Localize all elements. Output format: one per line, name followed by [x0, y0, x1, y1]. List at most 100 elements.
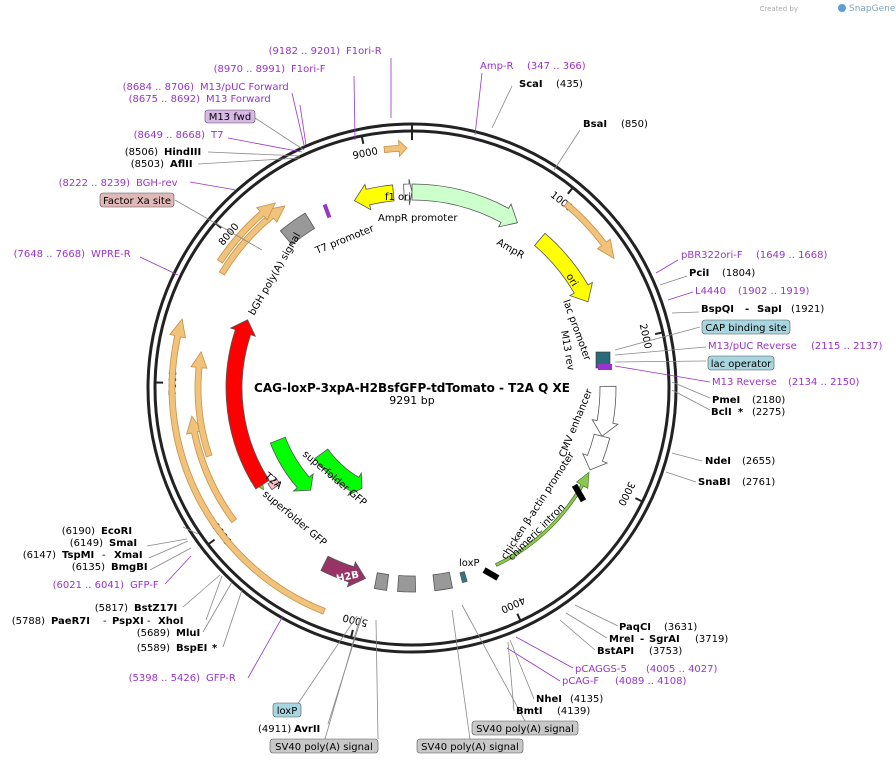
leader-33 — [182, 526, 199, 535]
svg-text:-: - — [745, 304, 749, 315]
leader-11 — [474, 72, 483, 136]
svg-text:(2134 .. 2150): (2134 .. 2150) — [788, 377, 860, 388]
svg-text:(8506): (8506) — [125, 147, 158, 158]
ampr-arrow[interactable] — [411, 183, 518, 228]
svg-text:(2115 .. 2137): (2115 .. 2137) — [811, 341, 883, 352]
svg-text:(5589): (5589) — [137, 643, 170, 654]
sv40-3-box[interactable] — [373, 572, 390, 591]
sfgfp-1-arrow[interactable] — [314, 448, 363, 497]
ampr-promoter-arrow[interactable] — [403, 178, 413, 206]
svg-text:F1ori-F: F1ori-F — [291, 64, 326, 75]
leader-7 — [197, 157, 300, 165]
svg-text:(5689): (5689) — [137, 628, 170, 639]
right-labels: Amp-R(347 .. 366) ScaI(435) BsaI(850) pB… — [480, 61, 883, 717]
leader-24 — [671, 452, 703, 462]
m13-rev-marker — [598, 364, 612, 370]
svg-text:HindIII: HindIII — [164, 147, 201, 158]
svg-text:PaqCI: PaqCI — [619, 622, 651, 633]
sv40-2-box[interactable] — [397, 575, 416, 593]
cba-promoter-arrow[interactable] — [582, 433, 611, 471]
leader-19 — [614, 346, 707, 356]
bgh-polya-box[interactable] — [279, 212, 316, 246]
leader-4 — [254, 117, 305, 151]
svg-text:WPRE-R: WPRE-R — [91, 249, 131, 260]
leader-5 — [227, 137, 303, 153]
leader-2 — [291, 92, 305, 146]
h2b-arrow[interactable] — [320, 555, 367, 588]
svg-text:BstZ17I: BstZ17I — [134, 603, 177, 614]
svg-text:(3753): (3753) — [649, 646, 682, 657]
cmv-enhancer-arrow[interactable] — [591, 385, 619, 437]
ori-arrow[interactable] — [533, 232, 593, 303]
svg-text:-: - — [102, 550, 106, 561]
label-mlui: (5689) MluI — [137, 628, 200, 639]
label-sv40-b: SV40 poly(A) signal — [269, 738, 379, 754]
svg-text:(4089 .. 4108): (4089 .. 4108) — [615, 676, 687, 687]
orf-band-4 — [168, 317, 326, 615]
leader-20 — [614, 360, 707, 363]
black-marker-2 — [482, 567, 500, 581]
label-sv40-c: SV40 poly(A) signal — [416, 738, 524, 754]
label-f1ori-r: (9182 .. 9201) F1ori-R — [269, 46, 382, 57]
svg-text:F1ori-R: F1ori-R — [346, 46, 382, 57]
svg-text:BstAPI: BstAPI — [597, 646, 634, 657]
svg-text:(2180): (2180) — [752, 395, 785, 406]
label-ndei: NdeI(2655) — [705, 456, 775, 467]
orf-band-5 — [186, 415, 238, 524]
label-m13-fwd-box: M13 fwd — [204, 109, 256, 124]
orf-band-6 — [190, 350, 213, 458]
f1-ori-arrow[interactable] — [353, 183, 395, 211]
label-pcii: PciI(1804) — [689, 268, 755, 279]
label-amp-r: Amp-R(347 .. 366) — [480, 61, 586, 72]
leader-28 — [559, 619, 596, 651]
plasmid-name: CAG-loxP-3xpA-H2BsfGFP-tdTomato - T2A Q … — [254, 381, 570, 395]
svg-text:-: - — [147, 616, 151, 627]
svg-text:MluI: MluI — [176, 628, 200, 639]
leader-48 — [461, 604, 526, 722]
leader-6 — [207, 151, 301, 157]
label-bspei: (5589)BspEI* — [137, 643, 218, 654]
watermark-created-by: Created by — [759, 5, 798, 13]
svg-text:ScaI: ScaI — [519, 79, 543, 90]
svg-text:BsaI: BsaI — [583, 119, 607, 130]
leader-8 — [189, 181, 237, 191]
label-paqci: PaqCI(3631) — [619, 622, 697, 633]
label-loxp: loxP — [272, 702, 302, 718]
svg-text:(2761): (2761) — [742, 477, 775, 488]
backbone — [146, 122, 678, 654]
label-pbr322ori-f: pBR322ori-F(1649 .. 1668) — [681, 250, 828, 261]
tdtomato-arrow[interactable] — [225, 319, 270, 490]
sfgfp-2-arrow[interactable] — [269, 436, 314, 492]
svg-text:pCAG-F: pCAG-F — [562, 676, 599, 687]
svg-text:lac operator: lac operator — [711, 359, 772, 370]
leader-39 — [205, 575, 223, 621]
leader-41 — [222, 589, 243, 648]
leader-9 — [174, 199, 263, 251]
t2a-box[interactable] — [267, 477, 281, 491]
svg-text:(8684 .. 8706): (8684 .. 8706) — [123, 82, 195, 93]
svg-text:PciI: PciI — [689, 268, 709, 279]
orf-band-3 — [216, 202, 277, 264]
label-leader-lines — [139, 58, 711, 740]
leader-21 — [614, 365, 711, 383]
feature-arrows[interactable] — [168, 139, 619, 615]
svg-text:BmgBI: BmgBI — [111, 562, 148, 573]
svg-text:(1921): (1921) — [791, 304, 824, 315]
loxp-box[interactable] — [459, 571, 468, 584]
leader-38 — [182, 574, 221, 608]
tick-label-4000: 4000 — [499, 594, 527, 615]
svg-text:(9182 .. 9201): (9182 .. 9201) — [269, 46, 341, 57]
leader-36 — [149, 547, 192, 571]
label-snabi: SnaBI(2761) — [698, 477, 775, 488]
leader-26 — [574, 604, 619, 627]
label-bcli: BclI*(2275) — [711, 407, 785, 418]
label-m13puc-rev: M13/pUC Reverse(2115 .. 2137) — [708, 341, 883, 352]
svg-text:(2655): (2655) — [742, 456, 775, 467]
svg-text:T7: T7 — [210, 130, 223, 141]
leader-29 — [515, 636, 574, 669]
leader-27 — [565, 612, 608, 639]
svg-text:(6190): (6190) — [62, 526, 95, 537]
t7-marker — [322, 203, 332, 219]
sv40-1-box[interactable] — [432, 571, 453, 592]
svg-text:(7648 .. 7668): (7648 .. 7668) — [14, 249, 86, 260]
